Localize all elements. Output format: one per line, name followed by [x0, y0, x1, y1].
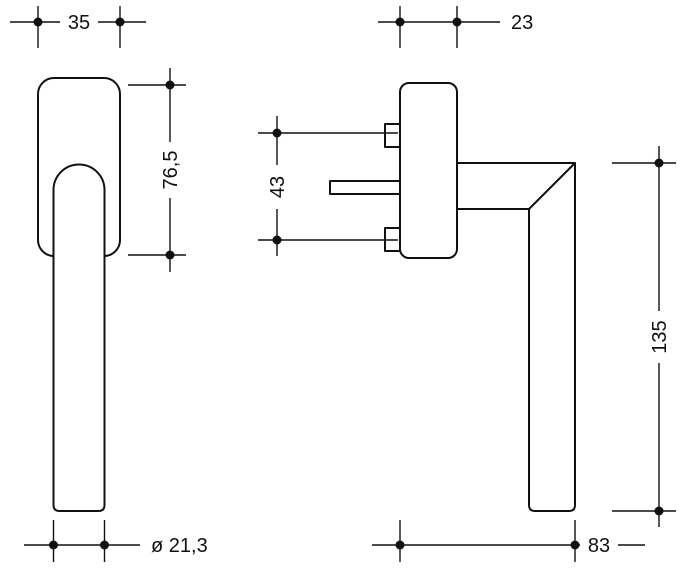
label-backdrop [60, 10, 98, 34]
dimension-dot [654, 158, 664, 168]
dimension-front-grip-diameter: ø 21,3 [24, 520, 208, 562]
plate-side-outline [399, 82, 458, 259]
label-backdrop [580, 533, 618, 557]
dimension-dot [165, 250, 175, 260]
handle-miter-edge [528, 162, 576, 210]
dimension-label: 76,5 [160, 151, 182, 190]
dimension-side-handle-length: 135 [612, 146, 676, 527]
dimension-label: 23 [511, 12, 533, 34]
dimension-dot [395, 17, 405, 27]
side-view: 23 43 135 [258, 6, 676, 562]
dimension-side-depth: 23 [378, 6, 533, 48]
dimension-dot [654, 506, 664, 516]
dimension-side-fixing-spacing: 43 [258, 116, 398, 256]
dimension-front-width: 35 [10, 6, 146, 48]
dimension-dot [272, 128, 282, 138]
label-backdrop [647, 311, 671, 363]
dimension-label: ø 21,3 [151, 535, 208, 557]
dimension-label: 83 [588, 535, 610, 557]
spindle-outline [329, 180, 401, 195]
dimension-dot [272, 235, 282, 245]
dimension-label: 135 [649, 320, 671, 353]
handle-side-outline [456, 162, 576, 512]
dimension-front-rosette-height: 76,5 [128, 68, 186, 272]
dimension-dot [115, 17, 125, 27]
label-backdrop [265, 165, 289, 209]
dimension-dot [49, 540, 58, 550]
dimension-dot [100, 540, 109, 550]
handle-lever-outline [52, 163, 106, 512]
dimension-side-projection: 83 [372, 520, 645, 562]
front-view: 35 76,5 ø 21,3 [10, 6, 208, 562]
dimension-dot [165, 80, 175, 90]
dimension-dot [33, 17, 43, 27]
dimension-dot [395, 540, 405, 550]
dimension-label: 35 [68, 12, 90, 34]
dimension-dot [570, 540, 580, 550]
dimension-label: 43 [267, 176, 289, 198]
fixing-clip-top [384, 123, 401, 148]
label-backdrop [158, 142, 182, 198]
dimension-dot [452, 17, 462, 27]
